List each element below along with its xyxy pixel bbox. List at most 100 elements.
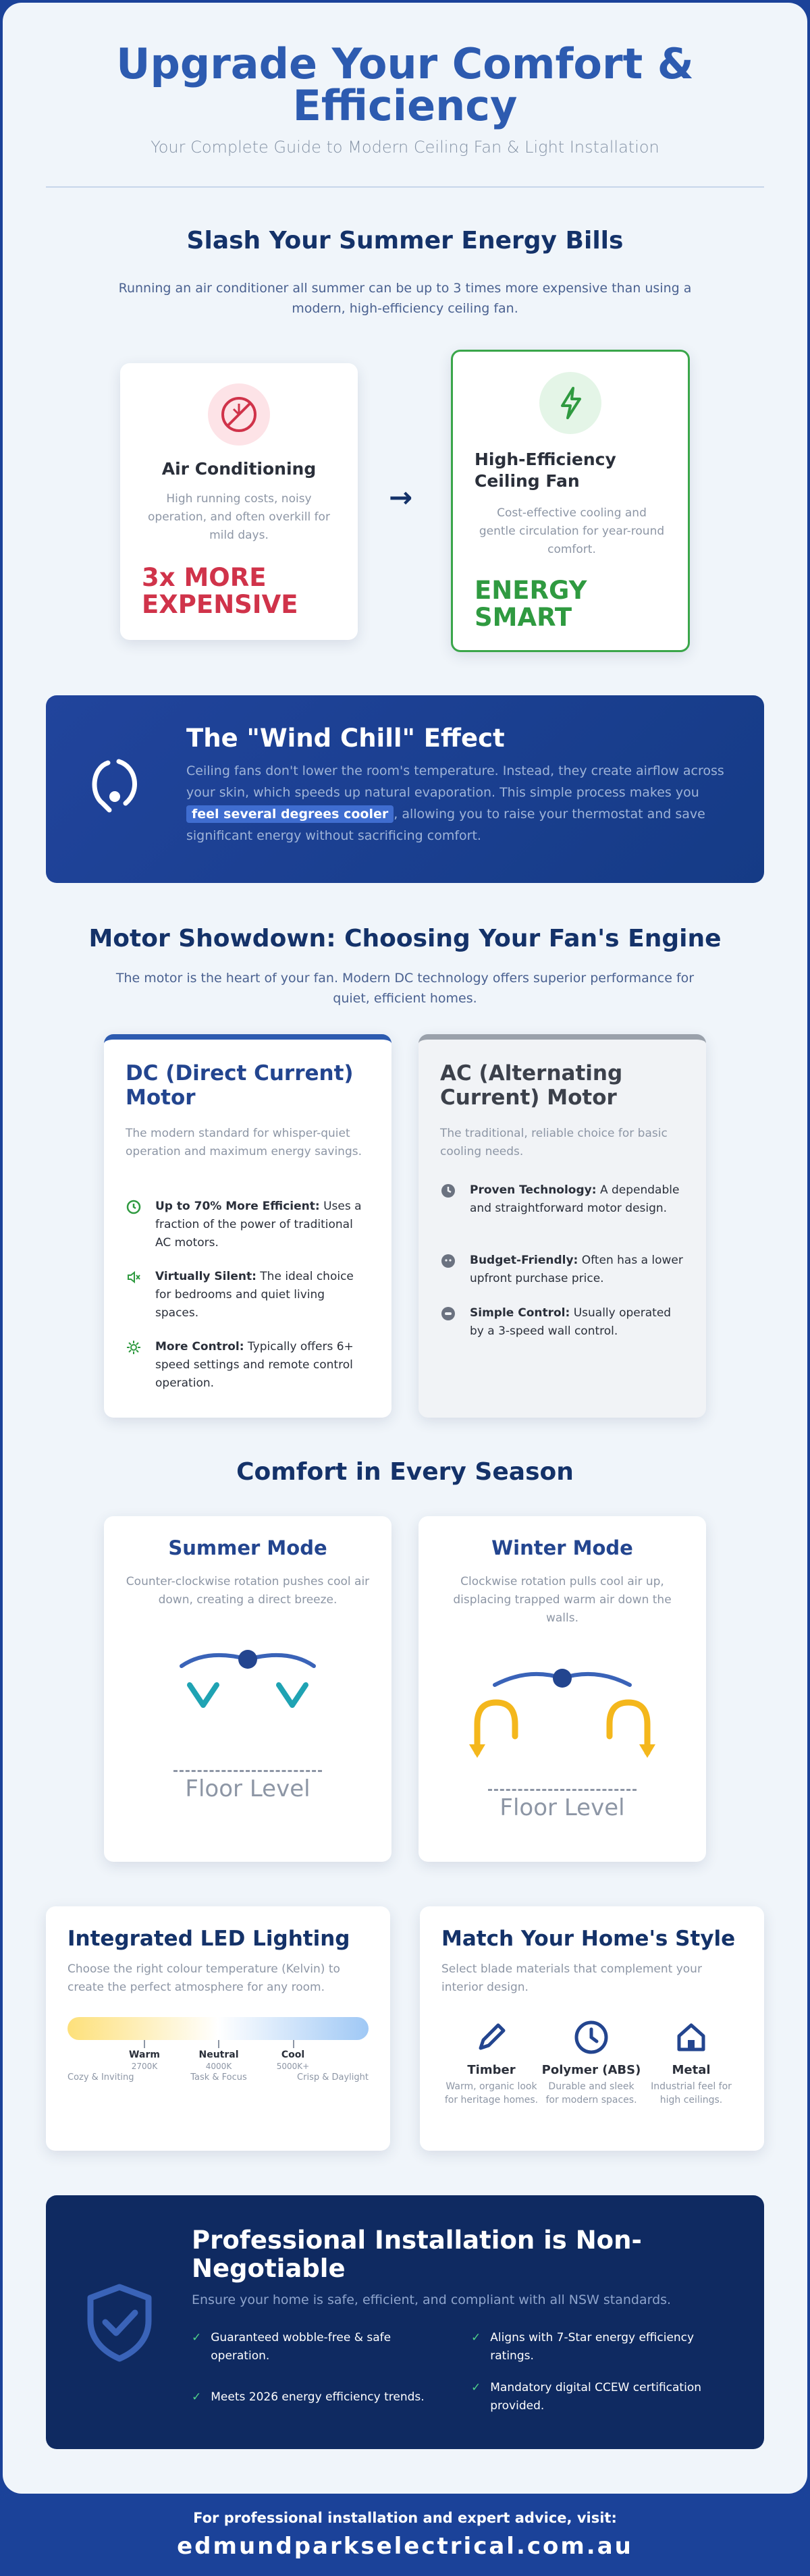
check-icon: ✓ (192, 2331, 202, 2344)
install-desc: Ensure your home is safe, efficient, and… (192, 2292, 672, 2307)
dc-feature-3-bold: More Control: (155, 1340, 244, 1353)
install-title: Professional Installation is Non-Negotia… (192, 2226, 642, 2283)
seasons-title: Comfort in Every Season (236, 1458, 574, 1486)
ac-motor-desc: The traditional, reliable choice for bas… (440, 1127, 668, 1158)
metal-title: Metal (672, 2063, 711, 2077)
neutral-tick (218, 2040, 219, 2048)
bills-title: Slash Your Summer Energy Bills (186, 227, 624, 254)
check-text-1: Guaranteed wobble-free & safe operation. (211, 2331, 392, 2363)
winter-floor-label: Floor Level (500, 1794, 625, 1821)
dc-feature-1: Up to 70% More Efficient: Uses a fractio… (155, 1198, 371, 1252)
wind-title: The "Wind Chill" Effect (186, 724, 505, 753)
dc-feature-2: Virtually Silent: The ideal choice for b… (155, 1268, 371, 1322)
wind-chill-banner: The "Wind Chill" Effect Ceiling fans don… (46, 695, 764, 883)
ac-stat: 3x MORE EXPENSIVE (142, 564, 298, 618)
dc-feature-3-text: Typically offers 6+ speed settings and r… (155, 1340, 354, 1390)
check-icon: ✓ (471, 2331, 481, 2344)
pencil-icon (471, 2017, 512, 2058)
motor-title: Motor Showdown: Choosing Your Fan's Engi… (88, 925, 722, 952)
dc-feature-2-text: The ideal choice for bedrooms and quiet … (155, 1270, 354, 1320)
polymer-option: Polymer (ABS) Durable and sleek for mode… (541, 2017, 641, 2107)
ac-stat-line-2: EXPENSIVE (142, 590, 298, 619)
dc-motor-desc: The modern standard for whisper-quiet op… (126, 1127, 362, 1158)
lightning-icon (539, 372, 601, 434)
kelvin-gradient-bar (68, 2017, 369, 2040)
warm-tick (144, 2040, 145, 2048)
piggy-bank-icon (440, 1253, 456, 1272)
ac-feature-2-bold: Budget-Friendly: (470, 1254, 578, 1267)
check-icon: ✓ (471, 2381, 481, 2394)
cool-tick (293, 2040, 294, 2048)
neutral-note: Task & Focus (190, 2072, 247, 2083)
footer-website-link[interactable]: edmundparkselectrical.com.au (177, 2533, 633, 2560)
timber-option: Timber Warm, organic look for heritage h… (441, 2017, 541, 2107)
ac-feature-1: Proven Technology: A dependable and stra… (470, 1181, 686, 1218)
ac-feature-3: Simple Control: Usually operated by a 3-… (470, 1304, 686, 1341)
fan-card-title: High-Efficiency Ceiling Fan (475, 449, 616, 492)
ac-card: Air Conditioning High running costs, noi… (120, 363, 358, 640)
style-desc: Select blade materials that complement y… (441, 1962, 702, 1994)
cool-note: Crisp & Daylight (297, 2072, 369, 2083)
footer-lead: For professional installation and expert… (193, 2510, 617, 2526)
winter-fan-diagram (461, 1666, 664, 1767)
winter-mode-title: Winter Mode (491, 1536, 633, 1559)
winter-floor-line (488, 1789, 637, 1791)
dc-feature-1-bold: Up to 70% More Efficient: (155, 1200, 320, 1213)
arrow-right-icon: → (389, 481, 413, 514)
neutral-kelvin: 4000K (205, 2062, 232, 2071)
ac-card-title: Air Conditioning (161, 459, 317, 479)
summer-mode-card: Summer Mode Counter-clockwise rotation p… (104, 1516, 392, 1862)
ac-title-line-2: Current) Motor (440, 1085, 617, 1110)
fan-card: High-Efficiency Ceiling Fan Cost-effecti… (451, 350, 690, 652)
summer-mode-title: Summer Mode (168, 1536, 327, 1559)
fan-title-line-2: Ceiling Fan (475, 471, 580, 491)
bills-desc: Running an air conditioner all summer ca… (118, 281, 692, 316)
title-line-2: Efficiency (292, 81, 518, 130)
no-snowflake-icon (208, 383, 270, 446)
wind-highlight: feel several degrees cooler (186, 805, 394, 823)
summer-fan-diagram (173, 1646, 322, 1727)
summer-floor-line (173, 1770, 322, 1772)
led-title: Integrated LED Lighting (68, 1927, 350, 1951)
divider (46, 186, 764, 188)
wind-text-before: Ceiling fans don't lower the room's temp… (186, 763, 724, 800)
led-desc: Choose the right colour temperature (Kel… (68, 1962, 340, 1994)
ac-feature-1-text: A dependable and straightforward motor d… (470, 1183, 680, 1215)
warm-kelvin: 2700K (131, 2062, 158, 2071)
check-item-1: ✓ Guaranteed wobble-free & safe operation… (192, 2329, 441, 2365)
ac-feature-3-bold: Simple Control: (470, 1306, 570, 1320)
dc-title-line-2: Motor (126, 1085, 196, 1110)
check-text-3: Meets 2026 energy efficiency trends. (211, 2390, 425, 2404)
ac-motor-title: AC (Alternating Current) Motor (440, 1061, 622, 1110)
dc-title-line-1: DC (Direct Current) (126, 1061, 354, 1085)
title-line-1: Upgrade Your Comfort & (116, 39, 694, 88)
dc-feature-1-text: Uses a fraction of the power of traditio… (155, 1200, 362, 1250)
clock-icon (440, 1183, 456, 1202)
home-icon (671, 2017, 711, 2058)
led-lighting-card: Integrated LED Lighting Choose the right… (46, 1906, 390, 2151)
check-text-4: Mandatory digital CCEW certification pro… (490, 2381, 701, 2413)
fan-card-desc: Cost-effective cooling and gentle circul… (479, 506, 665, 556)
ac-card-desc: High running costs, noisy operation, and… (148, 492, 330, 542)
ac-motor-card: AC (Alternating Current) Motor The tradi… (418, 1034, 706, 1418)
cool-label: Cool (281, 2049, 305, 2060)
motor-desc: The motor is the heart of your fan. Mode… (115, 971, 695, 1006)
fan-stat-line-1: ENERGY (475, 576, 587, 605)
dc-feature-icon-1 (126, 1199, 142, 1218)
check-item-3: ✓ Meets 2026 energy efficiency trends. (192, 2388, 462, 2407)
metal-desc: Industrial feel for high ceilings. (651, 2081, 732, 2105)
check-icon: ✓ (192, 2390, 202, 2404)
style-title: Match Your Home's Style (441, 1927, 736, 1951)
cool-kelvin: 5000K+ (276, 2062, 310, 2071)
metal-option: Metal Industrial feel for high ceilings. (641, 2017, 741, 2107)
dc-feature-2-bold: Virtually Silent: (155, 1270, 256, 1283)
timber-title: Timber (467, 2063, 516, 2077)
ac-feature-2-text: Often has a lower upfront purchase price… (470, 1254, 683, 1285)
mute-icon (126, 1269, 142, 1288)
warm-label: Warm (129, 2049, 160, 2060)
winter-mode-card: Winter Mode Clockwise rotation pulls coo… (418, 1516, 706, 1862)
summer-floor-label: Floor Level (185, 1775, 310, 1802)
installation-banner: Professional Installation is Non-Negotia… (46, 2195, 764, 2449)
check-text-2: Aligns with 7-Star energy efficiency rat… (490, 2331, 695, 2363)
wind-icon (82, 748, 150, 829)
